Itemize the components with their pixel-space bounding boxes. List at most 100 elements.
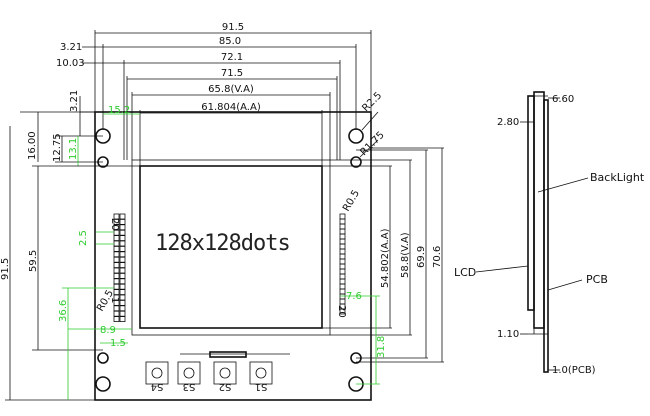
dim-top-72-1: 72.1 — [221, 52, 243, 63]
left-connector-pin — [113, 310, 120, 317]
left-connector-b-pin — [119, 218, 126, 225]
button-s3-cap — [183, 367, 195, 379]
button-s3-label: S3 — [183, 381, 196, 392]
left-connector-b-pin — [119, 229, 126, 236]
visible-area-frame — [131, 159, 331, 336]
side-view: 6.60 2.80 1.10 1.0(PCB) BackLight LCD PC… — [454, 91, 645, 376]
dim-left-91-5: 91.5 — [0, 258, 11, 280]
dim-offset-3-21: 3.21 — [60, 42, 82, 53]
dim-right-58-8: 58.8(V.A) — [400, 232, 411, 278]
left-connector-pin — [113, 256, 120, 263]
left-dimensions: 91.5 59.5 2.5 36.6 8.9 1.5 — [0, 126, 140, 401]
left-connector-b-pin — [119, 272, 126, 279]
mounting-hole-top-right — [348, 128, 364, 144]
right-connector-pin — [339, 223, 346, 230]
label-lcd: LCD — [454, 266, 476, 279]
dim-left-36-6: 36.6 — [58, 300, 69, 322]
right-connector-pin — [339, 278, 346, 285]
dim-right-70-6: 70.6 — [432, 246, 443, 268]
front-view: 128x128dots 20 1 20 S4 S3 S2 S1 — [94, 111, 372, 401]
left-connector-b-pin — [119, 310, 126, 317]
dim-right-54-802: 54.802(A.A) — [380, 228, 391, 288]
right-pin-label-20: 20 — [336, 305, 347, 318]
left-connector-pin — [113, 278, 120, 285]
left-connector — [113, 213, 126, 323]
button-s4-outline — [145, 361, 169, 385]
button-s1-outline — [249, 361, 273, 385]
right-connector — [339, 213, 346, 315]
left-pin-label-1: 1 — [109, 297, 120, 303]
dim-left-2-5: 2.5 — [78, 230, 89, 246]
hole-dimensions: 3.21 16.00 12.75 13.1 15.2 R2.5 R1.75 R0… — [20, 90, 387, 314]
button-row: S4 S3 S2 S1 — [145, 351, 290, 392]
button-s2-label: S2 — [219, 381, 232, 392]
left-connector-b-pin — [119, 267, 126, 274]
right-connector-pin — [339, 238, 346, 245]
left-connector-pin — [113, 262, 120, 269]
left-connector-b-pin — [119, 235, 126, 242]
left-connector-pin — [113, 251, 120, 258]
right-connector-pin — [339, 218, 346, 225]
dim-top-91-5: 91.5 — [222, 22, 244, 33]
left-connector-b-pin — [119, 283, 126, 290]
left-connector-pin — [113, 316, 120, 323]
pcb-outline — [94, 111, 372, 401]
dim-side-1-0-pcb: 1.0(PCB) — [552, 365, 596, 376]
dim-offset-10-03: 10.03 — [56, 58, 85, 69]
left-connector-b-pin — [119, 245, 126, 252]
right-connector-pin — [339, 308, 346, 315]
right-connector-pin — [339, 228, 346, 235]
left-pin-label-20: 20 — [109, 218, 120, 231]
dim-side-1-10: 1.10 — [497, 329, 519, 340]
dim-left-59-5: 59.5 — [28, 250, 39, 272]
button-s3-outline — [177, 361, 201, 385]
label-backlight: BackLight — [590, 171, 645, 184]
screen-resolution-label: 128x128dots — [155, 231, 290, 256]
right-connector-pin — [339, 213, 346, 220]
dim-left-8-9: 8.9 — [100, 325, 116, 336]
left-connector-b-pin — [119, 240, 126, 247]
button-s1-label: S1 — [255, 381, 268, 392]
label-pcb: PCB — [586, 273, 608, 286]
right-connector-pin — [339, 243, 346, 250]
right-connector-pin — [339, 258, 346, 265]
top-dimensions: 91.5 85.0 72.1 71.5 65.8(V.A) 61.804(A.A… — [56, 22, 372, 166]
dim-hole-13-1: 13.1 — [68, 138, 79, 160]
dim-top-85-0: 85.0 — [219, 36, 241, 47]
right-connector-pin — [339, 288, 346, 295]
right-connector-pin — [339, 298, 346, 305]
dim-side-6-60: 6.60 — [552, 94, 574, 105]
button-s2-outline — [213, 361, 237, 385]
flex-connector — [209, 351, 247, 358]
dim-right-69-9: 69.9 — [416, 246, 427, 268]
dim-top-61-804: 61.804(A.A) — [201, 102, 261, 113]
dim-radius-r0-5-top: R0.5 — [341, 188, 362, 213]
left-connector-b-pin — [119, 256, 126, 263]
left-connector-pin — [113, 305, 120, 312]
right-connector-pin — [339, 268, 346, 275]
left-connector-pin — [113, 272, 120, 279]
left-connector-pin — [113, 229, 120, 236]
right-dimensions: 54.802(A.A) 58.8(V.A) 69.9 70.6 7.6 31.8 — [322, 147, 444, 385]
dim-right-31-8: 31.8 — [376, 336, 387, 358]
right-connector-pin — [339, 253, 346, 260]
left-connector-b-pin — [119, 262, 126, 269]
button-s2-cap — [219, 367, 231, 379]
left-connector-pin — [113, 267, 120, 274]
left-connector-pin — [113, 283, 120, 290]
left-connector-pin — [113, 235, 120, 242]
side-pcb — [543, 99, 549, 373]
dim-top-65-8: 65.8(V.A) — [208, 84, 254, 95]
left-connector-pin — [113, 240, 120, 247]
dim-left-1-5: 1.5 — [110, 338, 126, 349]
left-connector-b-pin — [119, 316, 126, 323]
left-connector-pin — [113, 218, 120, 225]
left-connector-b-pin — [119, 305, 126, 312]
active-area — [139, 165, 323, 329]
dim-hole-3-21: 3.21 — [69, 90, 80, 112]
dim-top-71-5: 71.5 — [221, 68, 243, 79]
right-connector-pin — [339, 273, 346, 280]
right-connector-pin — [339, 283, 346, 290]
dim-hole-15-2: 15.2 — [108, 105, 130, 116]
